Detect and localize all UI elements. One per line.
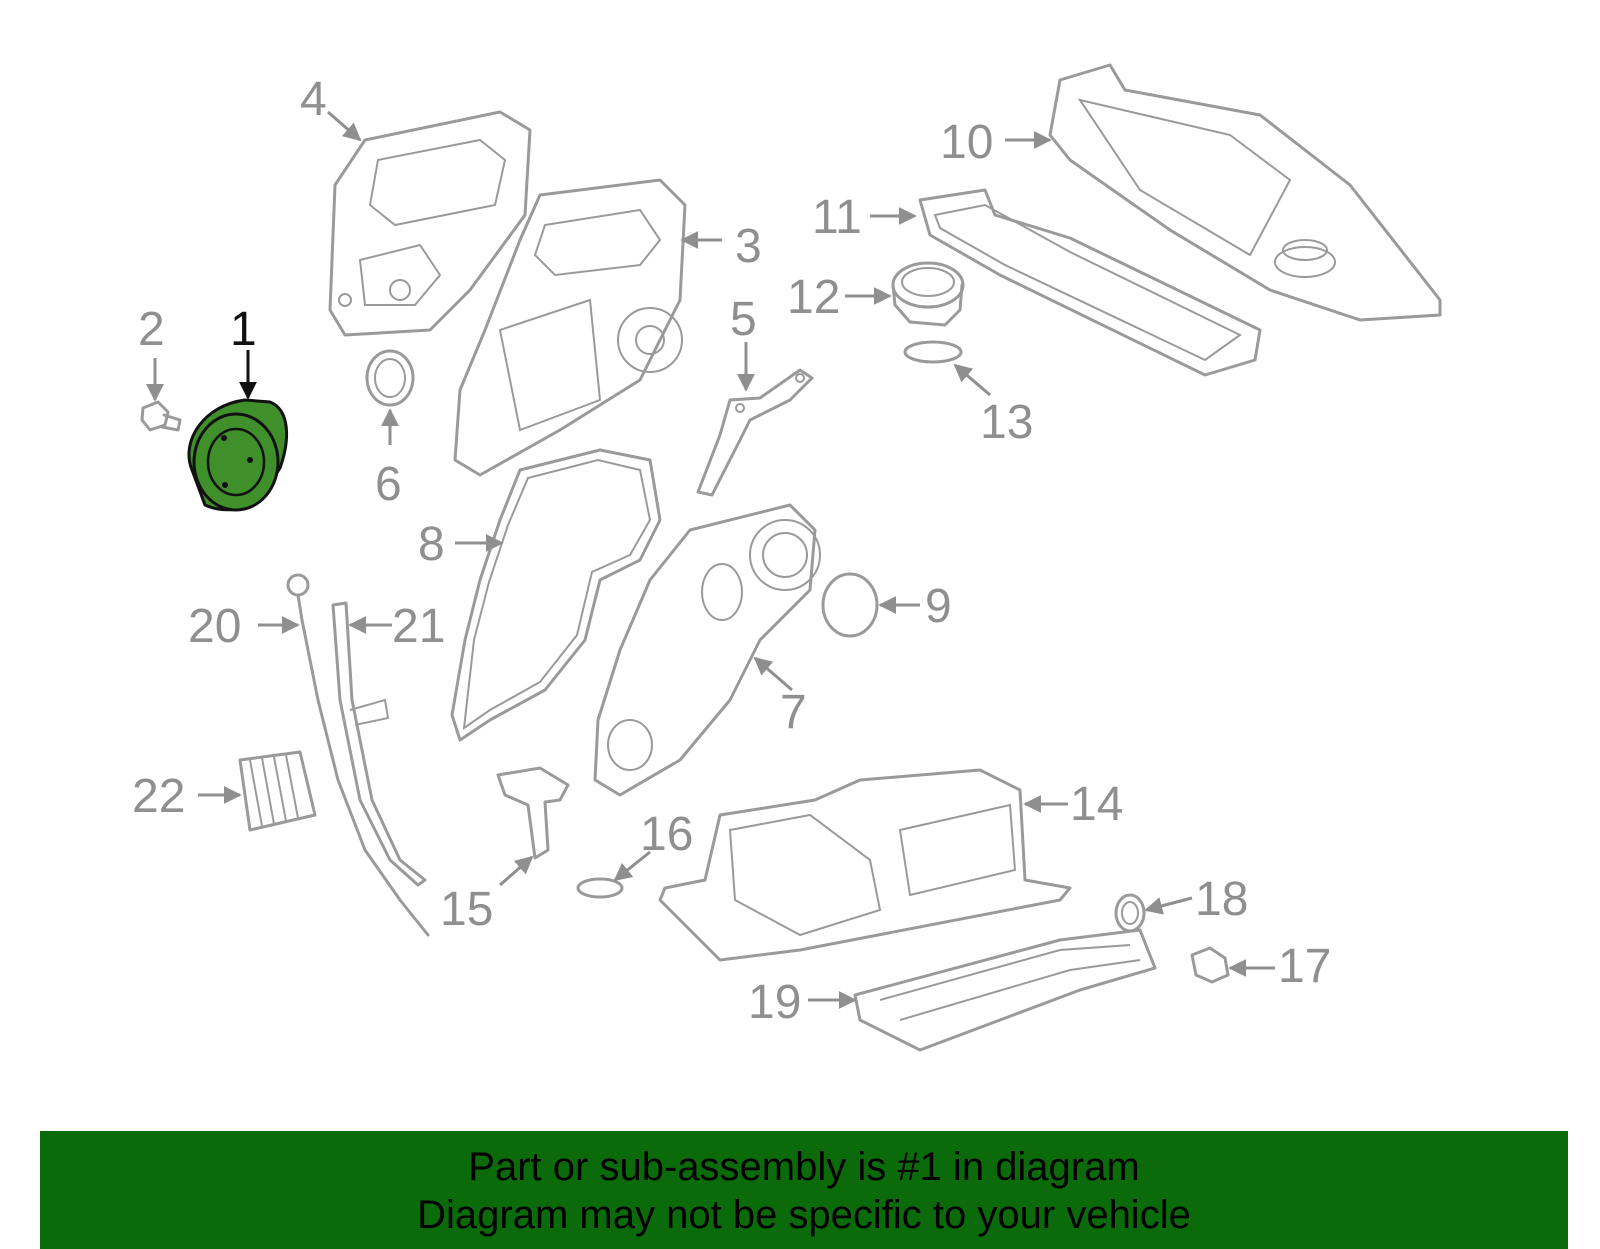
- callout-11: 11: [812, 191, 862, 244]
- callout-21: 21: [392, 600, 445, 653]
- part-12-cap-drawing: [891, 261, 965, 327]
- part-2-bolt-drawing: [140, 400, 182, 432]
- part-10-pan-drawing: [1048, 63, 1442, 322]
- part-18-oring-drawing: [1114, 893, 1146, 933]
- part-3-cover-drawing: [453, 178, 687, 477]
- part-16-oring-drawing: [576, 877, 624, 899]
- callout-17: 17: [1278, 940, 1331, 993]
- part-17-plug-drawing: [1190, 946, 1230, 984]
- banner-line-2: Diagram may not be specific to your vehi…: [417, 1193, 1191, 1237]
- part-6-ring-drawing: [365, 349, 415, 407]
- part-13-oring-drawing: [903, 340, 963, 364]
- callout-7: 7: [780, 686, 807, 739]
- callout-2: 2: [138, 303, 165, 356]
- banner-line-1: Part or sub-assembly is #1 in diagram: [468, 1145, 1140, 1189]
- part-5-bracket-drawing: [696, 368, 814, 497]
- info-banner: Part or sub-assembly is #1 in diagram Di…: [40, 1131, 1568, 1249]
- callout-3: 3: [735, 220, 762, 273]
- part-20-dipstick-drawing: [286, 573, 430, 937]
- callout-12: 12: [787, 271, 840, 324]
- part-8-gasket-drawing: [450, 448, 662, 742]
- callout-9: 9: [925, 580, 952, 633]
- callout-19: 19: [748, 976, 801, 1029]
- part-14-pan-drawing: [658, 768, 1072, 962]
- callout-5: 5: [730, 293, 757, 346]
- callout-4: 4: [300, 73, 327, 126]
- callout-8: 8: [418, 518, 445, 571]
- part-1-pulley-highlighted: [187, 398, 289, 512]
- callout-18: 18: [1195, 873, 1248, 926]
- part-19-tray-drawing: [853, 928, 1157, 1052]
- callout-20: 20: [188, 600, 241, 653]
- callout-1: 1: [230, 303, 257, 356]
- leader-arrows: [146, 110, 1275, 1009]
- part-11-gasket-drawing: [918, 188, 1262, 377]
- callout-6: 6: [375, 458, 402, 511]
- callout-22: 22: [132, 770, 185, 823]
- callout-14: 14: [1070, 778, 1123, 831]
- part-4-gasket-drawing: [328, 110, 532, 337]
- callout-15: 15: [440, 883, 493, 936]
- callout-10: 10: [940, 116, 993, 169]
- part-7-cover-drawing: [593, 503, 821, 797]
- part-22-filter-drawing: [238, 750, 317, 832]
- part-21-tube-drawing: [331, 601, 427, 887]
- callout-13: 13: [980, 396, 1033, 449]
- part-15-sensor-drawing: [496, 766, 570, 860]
- part-9-gasket-drawing: [821, 572, 879, 638]
